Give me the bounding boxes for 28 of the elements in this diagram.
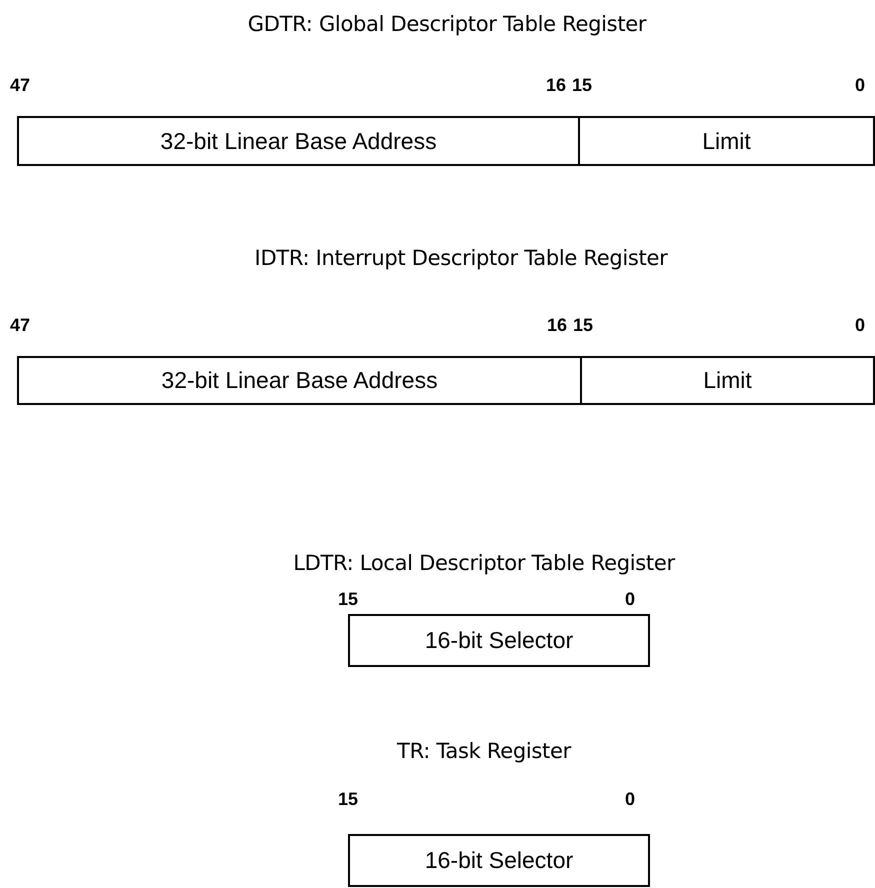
field-name: 32-bit Linear Base Address [160, 128, 437, 154]
register-field [348, 834, 650, 887]
field-name: Limit [702, 128, 751, 154]
field-name: Limit [703, 367, 752, 394]
bit-number: 15 [572, 76, 592, 94]
field-name: 16-bit Selector [424, 847, 574, 874]
bit-number: 15 [338, 790, 358, 808]
bit-number: 15 [573, 316, 594, 334]
bit-number: 16 [546, 316, 567, 334]
bit-number: 0 [855, 316, 866, 334]
register-field [348, 614, 650, 667]
register-field [17, 116, 580, 166]
bit-number: 0 [625, 590, 636, 608]
register-title: LDTR: Local Descriptor Table Register [293, 553, 675, 574]
bit-number: 0 [855, 76, 866, 94]
bit-number: 47 [10, 316, 30, 334]
bit-number: 0 [625, 790, 636, 808]
register-title: GDTR: Global Descriptor Table Register [248, 14, 646, 35]
bit-number: 47 [10, 76, 30, 94]
register-title: TR: Task Register [397, 741, 571, 762]
register-field [582, 356, 875, 405]
bit-number: 16 [546, 76, 566, 94]
field-name: 32-bit Linear Base Address [161, 367, 438, 394]
register-title: IDTR: Interrupt Descriptor Table Register [254, 248, 668, 269]
register-field [580, 116, 875, 166]
register-field [17, 356, 582, 405]
bit-number: 15 [338, 590, 358, 608]
field-name: 16-bit Selector [424, 627, 574, 654]
